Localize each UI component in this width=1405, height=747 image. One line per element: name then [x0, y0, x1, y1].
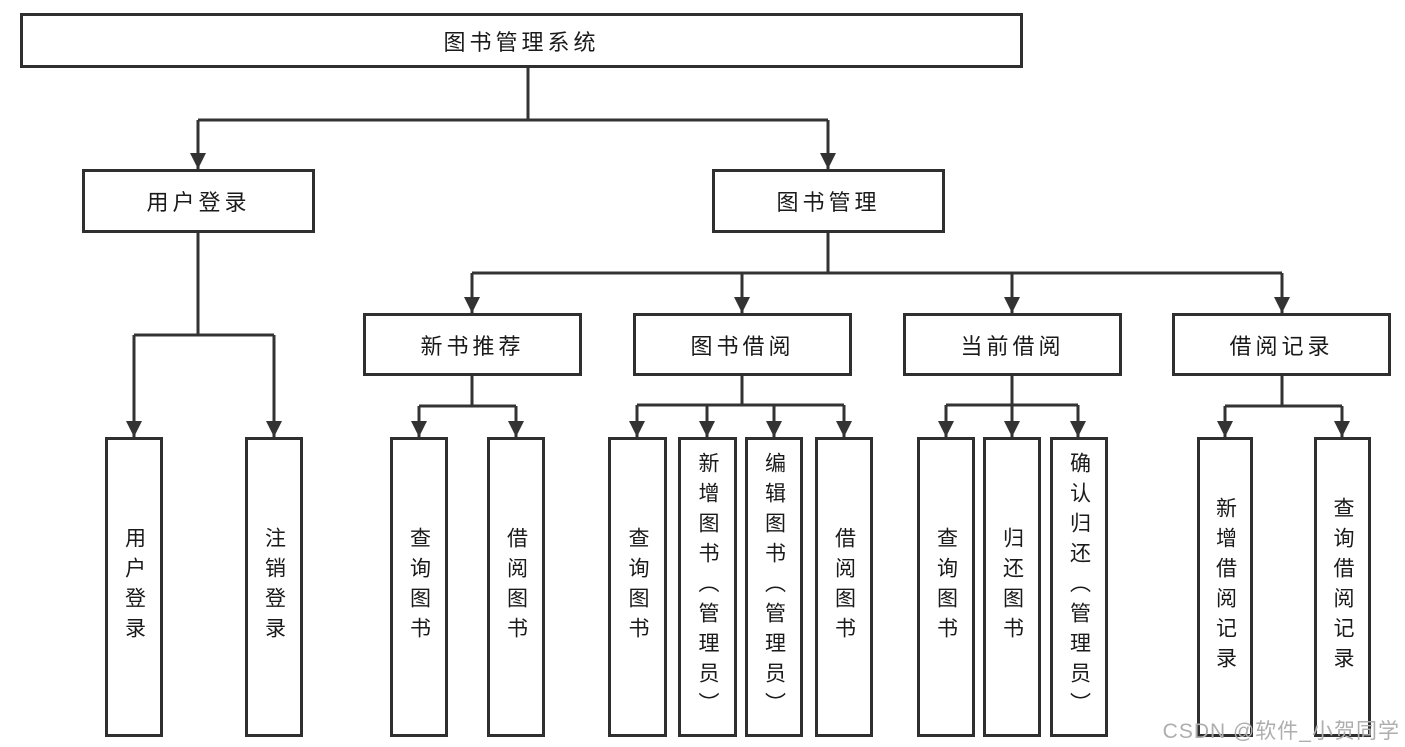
leaf-borrow-books-recommend: 借阅图书 [487, 437, 545, 737]
node-library-system: 图书管理系统 [20, 13, 1023, 68]
leaf-logout: 注销登录 [245, 437, 303, 737]
leaf-query-books-current: 查询图书 [917, 437, 975, 737]
leaf-query-books-borrow: 查询图书 [608, 437, 667, 737]
leaf-confirm-return-admin: 确认归还（管理员） [1050, 437, 1108, 737]
node-borrow-records: 借阅记录 [1172, 313, 1391, 376]
leaf-borrow-books: 借阅图书 [815, 437, 873, 737]
node-user-login: 用户登录 [82, 169, 315, 233]
node-book-borrow: 图书借阅 [633, 313, 852, 376]
leaf-user-login: 用户登录 [105, 437, 163, 737]
node-current-borrow: 当前借阅 [903, 313, 1122, 376]
leaf-add-borrow-record: 新增借阅记录 [1197, 437, 1253, 737]
leaf-query-borrow-record: 查询借阅记录 [1314, 437, 1371, 737]
leaf-add-book-admin: 新增图书（管理员） [678, 437, 737, 737]
watermark-text: CSDN @软件_小贺同学 [1162, 720, 1400, 743]
node-new-book-recommend: 新书推荐 [363, 313, 582, 376]
leaf-return-books: 归还图书 [983, 437, 1041, 737]
leaf-query-books-recommend: 查询图书 [390, 437, 448, 737]
leaf-edit-book-admin: 编辑图书（管理员） [745, 437, 803, 737]
node-book-management: 图书管理 [712, 169, 945, 233]
